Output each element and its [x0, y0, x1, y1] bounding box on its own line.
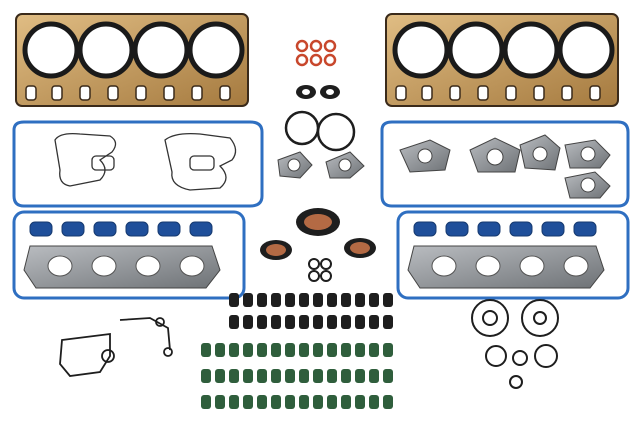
valve-stem-seal: [271, 369, 281, 383]
valve-stem-seal: [355, 293, 365, 307]
harness-gasket: [59, 317, 173, 377]
head-gasket-right: [385, 13, 619, 107]
valve-stem-seal: [257, 293, 267, 307]
valve-stem-seal: [327, 395, 337, 409]
front-crank-seal: [260, 208, 376, 260]
valve-stem-seal: [271, 343, 281, 357]
valve-stem-seal: [215, 369, 225, 383]
valve-stem-seal: [313, 395, 323, 409]
valve-stem-seal: [243, 315, 253, 329]
valve-stem-seal: [383, 369, 393, 383]
valve-stem-seal: [229, 293, 239, 307]
valve-stem-seal: [313, 369, 323, 383]
valve-stem-seal: [243, 343, 253, 357]
valve-stem-seal: [257, 343, 267, 357]
small-seals: [296, 85, 340, 99]
valve-stem-seals: [201, 293, 393, 409]
valve-stem-seal: [257, 369, 267, 383]
valve-stem-seal: [341, 343, 351, 357]
valve-stem-seal: [271, 395, 281, 409]
valve-stem-seal: [215, 395, 225, 409]
valve-stem-seal: [383, 343, 393, 357]
valve-stem-seal: [201, 343, 211, 357]
valve-stem-seal: [229, 315, 239, 329]
valve-stem-seal: [285, 343, 295, 357]
valve-stem-seal: [299, 369, 309, 383]
valve-stem-seal: [341, 293, 351, 307]
valve-stem-seal: [285, 395, 295, 409]
valve-stem-seal: [313, 343, 323, 357]
valve-stem-seal: [243, 293, 253, 307]
valve-stem-seal: [327, 343, 337, 357]
valve-stem-seal: [369, 369, 379, 383]
valve-stem-seal: [369, 293, 379, 307]
head-gasket-left: [15, 13, 249, 107]
valve-stem-seal: [369, 315, 379, 329]
valve-stem-seal: [201, 369, 211, 383]
valve-stem-seal: [327, 293, 337, 307]
valve-stem-seal: [299, 315, 309, 329]
valve-stem-seal: [285, 369, 295, 383]
valve-stem-seal: [327, 369, 337, 383]
valve-stem-seal: [355, 315, 365, 329]
valve-cover-gasket-right: [380, 120, 630, 208]
valve-stem-seal: [299, 395, 309, 409]
valve-stem-seal: [341, 369, 351, 383]
valve-stem-seal: [271, 315, 281, 329]
valve-stem-seal: [341, 315, 351, 329]
valve-stem-seal: [313, 293, 323, 307]
exhaust-flange-gaskets: [277, 134, 611, 199]
valve-stem-seal: [299, 293, 309, 307]
valve-stem-seal: [257, 315, 267, 329]
injector-o-ring-kit: [471, 299, 559, 389]
valve-stem-seal: [285, 293, 295, 307]
valve-stem-seal: [229, 369, 239, 383]
valve-stem-seal: [355, 395, 365, 409]
valve-stem-seal: [243, 395, 253, 409]
valve-stem-seal: [201, 395, 211, 409]
valve-cover-gasket-left: [12, 120, 264, 208]
valve-stem-seal: [271, 293, 281, 307]
valve-stem-seal: [355, 369, 365, 383]
o-rings-large: [284, 110, 356, 152]
valve-stem-seal: [299, 343, 309, 357]
intake-gasket-set-right: [396, 210, 630, 300]
valve-stem-seal: [327, 315, 337, 329]
valve-stem-seal: [355, 343, 365, 357]
valve-stem-seal: [369, 343, 379, 357]
copper-crush-washers: [295, 39, 337, 67]
valve-stem-seal: [257, 395, 267, 409]
valve-stem-seal: [243, 369, 253, 383]
valve-stem-seal: [369, 395, 379, 409]
valve-stem-seal: [383, 315, 393, 329]
valve-stem-seal: [229, 343, 239, 357]
valve-stem-seal: [341, 395, 351, 409]
valve-stem-seal: [215, 343, 225, 357]
small-o-rings: [308, 258, 332, 282]
intake-gasket-set-left: [12, 210, 246, 300]
valve-stem-seal: [383, 395, 393, 409]
valve-stem-seal: [229, 395, 239, 409]
valve-stem-seal: [285, 315, 295, 329]
valve-stem-seal: [383, 293, 393, 307]
valve-stem-seal: [313, 315, 323, 329]
